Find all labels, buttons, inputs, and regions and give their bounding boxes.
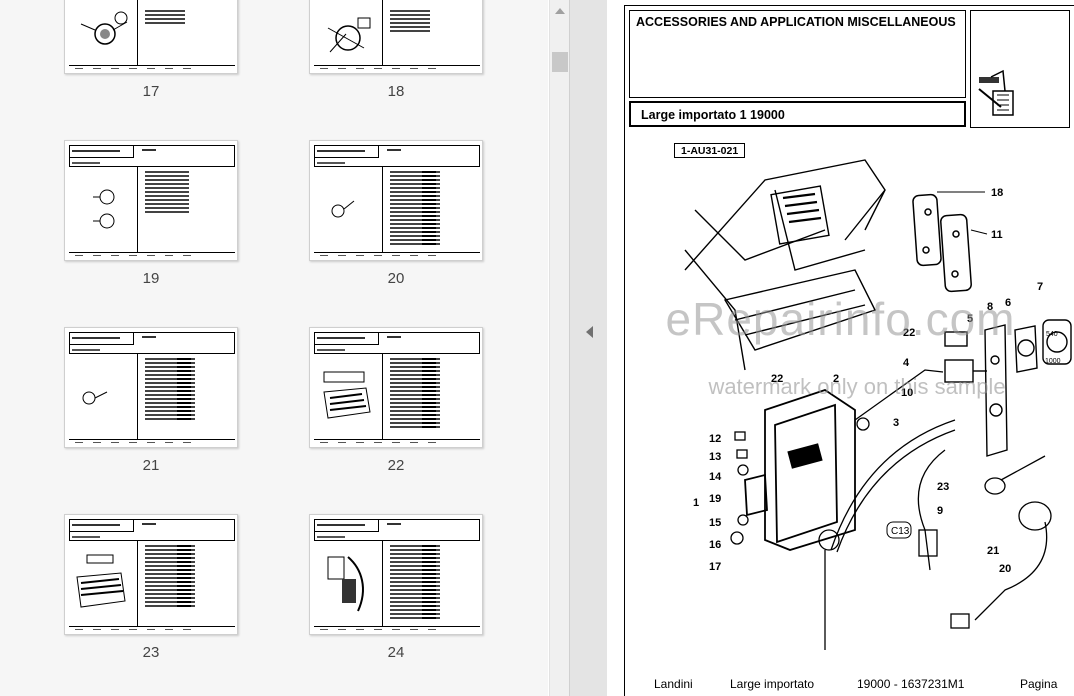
callout-11: 11 — [991, 229, 1003, 241]
callout-23: 23 — [937, 481, 949, 493]
plate-text-540: 540 — [1046, 331, 1058, 338]
callout-1: 1 — [693, 497, 699, 509]
thumbnail-image — [64, 514, 238, 635]
thumbnail-image — [64, 0, 238, 74]
callout-c13: C13 — [891, 526, 910, 537]
callout-13: 13 — [709, 451, 721, 463]
callout-3: 3 — [893, 417, 899, 429]
thumbnail-panel[interactable]: 17 18 19 — [0, 0, 548, 696]
page-footer: Landini Large importato 19000 - 1637231M… — [624, 676, 1074, 696]
scrollbar-thumb[interactable] — [552, 52, 568, 72]
footer-page-label: Pagina — [1020, 677, 1058, 691]
callout-18: 18 — [991, 187, 1003, 199]
callout-15: 15 — [709, 517, 721, 529]
callout-22: 22 — [903, 327, 915, 339]
callout-9: 9 — [937, 505, 943, 517]
watermark-text: eRepairinfo.com — [665, 293, 1016, 345]
callout-14: 14 — [709, 471, 722, 483]
thumbnail-page-number: 20 — [387, 270, 405, 287]
callout-19: 19 — [709, 493, 721, 505]
thumbnail-image — [64, 140, 238, 261]
section-title-box: ACCESSORIES AND APPLICATION MISCELLANEOU… — [629, 10, 966, 98]
callout-10: 10 — [901, 387, 913, 399]
pto-lever-icon — [978, 69, 1014, 116]
callout-17: 17 — [709, 561, 721, 573]
callout-7: 7 — [1037, 281, 1043, 293]
page-border — [624, 5, 1074, 696]
callout-22b: 22 — [771, 373, 783, 385]
thumbnail-page-number: 22 — [387, 457, 405, 474]
collapse-panel-icon[interactable] — [586, 326, 593, 338]
exploded-parts-diagram: C13 540 1000 18 11 7 6 8 5 22 4 10 3 2 2… — [684, 159, 1072, 650]
thumbnail-image — [309, 0, 483, 74]
document-page: ACCESSORIES AND APPLICATION MISCELLANEOU… — [607, 0, 1074, 696]
callout-4: 4 — [903, 357, 910, 369]
callout-2: 2 — [833, 373, 839, 385]
thumbnail-page-number: 17 — [142, 83, 160, 100]
diagram-reference-label: 1-AU31-021 — [674, 143, 746, 158]
thumbnail-scrollbar[interactable] — [549, 0, 569, 696]
thumbnail-page-number: 24 — [387, 644, 405, 661]
plate-text-1000: 1000 — [1045, 358, 1061, 365]
callout-20: 20 — [999, 563, 1011, 575]
thumbnail-image — [309, 327, 483, 448]
callout-16: 16 — [709, 539, 721, 551]
section-icon-box — [970, 10, 1070, 128]
panel-splitter[interactable] — [569, 0, 607, 696]
footer-brand: Landini — [654, 677, 693, 691]
callout-6: 6 — [1005, 297, 1011, 309]
footer-code: 19000 - 1637231M1 — [857, 677, 965, 691]
callout-12: 12 — [709, 433, 721, 445]
thumbnail-page-number: 19 — [142, 270, 160, 287]
thumbnail-page-number: 18 — [387, 83, 405, 100]
watermark-subtext: watermark only on this sample — [708, 374, 1006, 399]
thumbnail-page-number: 21 — [142, 457, 160, 474]
scroll-up-icon[interactable] — [555, 8, 565, 14]
model-subtitle: Large importato 1 19000 — [641, 108, 785, 122]
section-title: ACCESSORIES AND APPLICATION MISCELLANEOU… — [636, 15, 956, 29]
callout-5: 5 — [967, 313, 973, 325]
footer-model: Large importato — [730, 677, 815, 691]
thumbnail-image — [309, 514, 483, 635]
callout-8: 8 — [987, 301, 993, 313]
thumbnail-page-number: 23 — [142, 644, 160, 661]
thumbnail-image — [309, 140, 483, 261]
callout-21: 21 — [987, 545, 999, 557]
model-box: Large importato 1 19000 — [629, 101, 966, 127]
thumbnail-image — [64, 327, 238, 448]
